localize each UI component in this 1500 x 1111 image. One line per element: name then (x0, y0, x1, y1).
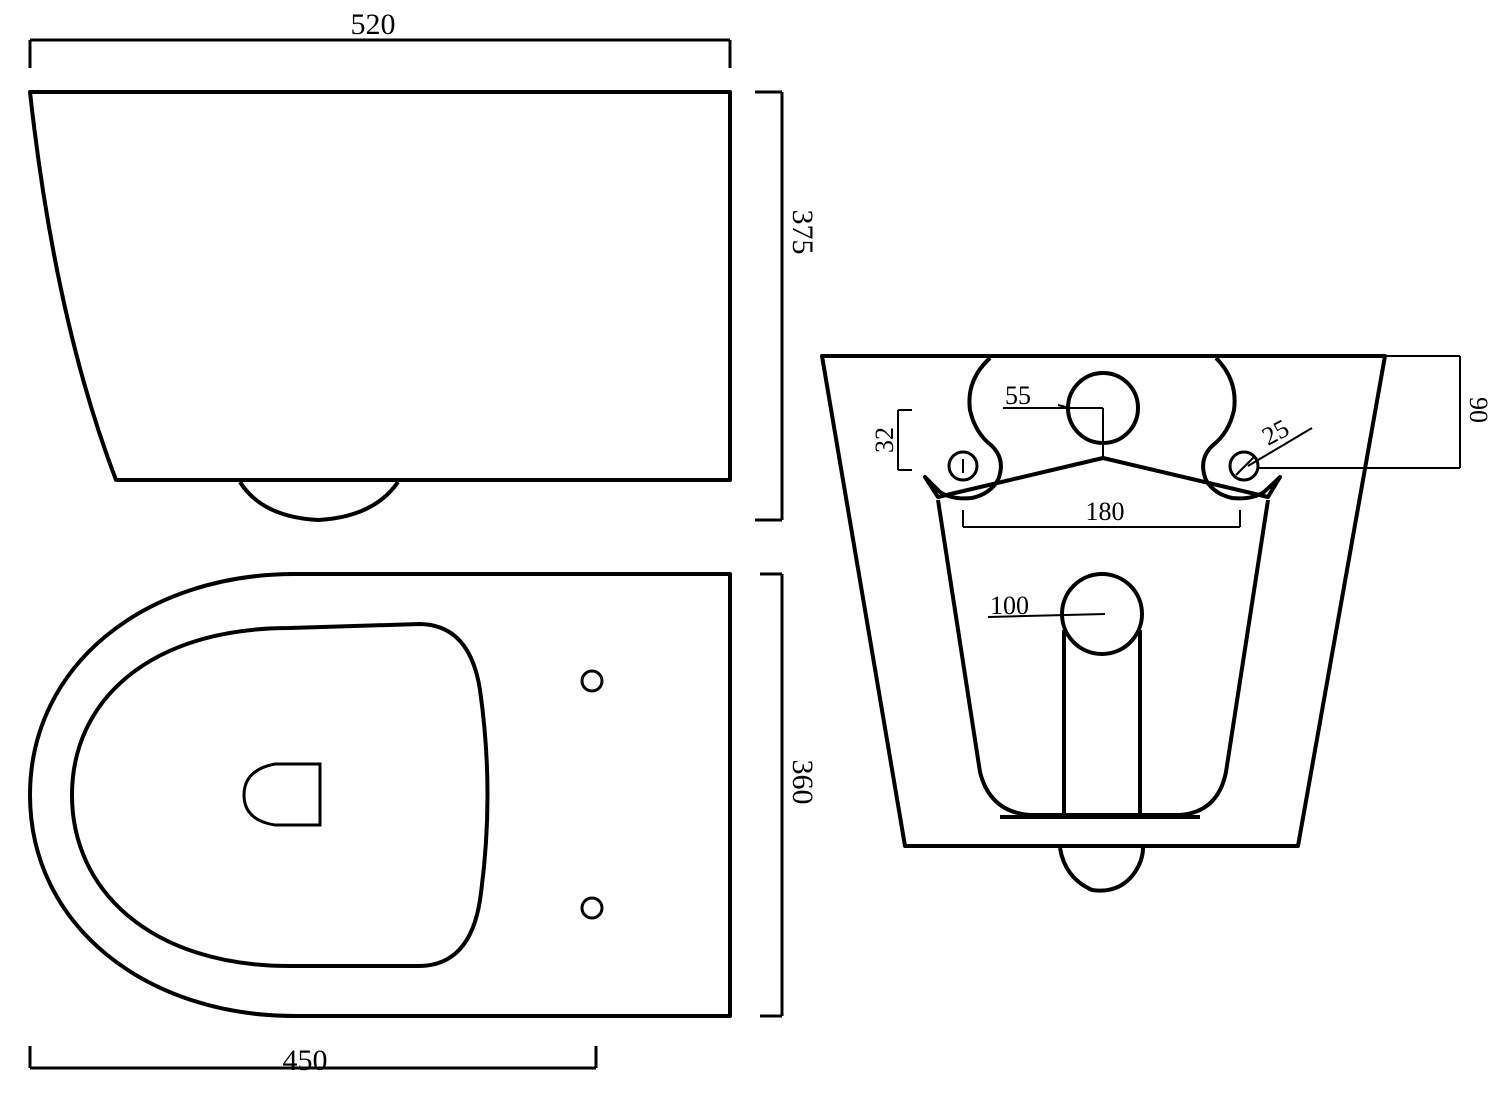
top-length-label: 450 (283, 1044, 328, 1077)
inlet-diameter-label: 55 (1005, 381, 1031, 410)
bolt-hole-left (947, 450, 979, 482)
bolt-spacing-label: 180 (1086, 497, 1125, 526)
top-bowl-opening (70, 622, 490, 968)
bolt-offset-label: 32 (870, 427, 899, 453)
bolt-spacing-dimension: 180 (962, 497, 1241, 528)
inlet-height-dimension: 90 (1258, 355, 1493, 469)
outlet-diameter-label: 100 (990, 591, 1029, 620)
side-view: 520 375 (28, 8, 819, 522)
side-outlet-bulge (238, 480, 400, 522)
top-outer-outline (28, 572, 732, 1018)
top-view: 360 450 (28, 572, 819, 1077)
side-length-dimension: 520 (28, 8, 732, 68)
bolt-hole-right (1228, 450, 1260, 482)
side-height-label: 375 (786, 210, 819, 255)
bolt-offset-dimension: 32 (870, 409, 912, 471)
inlet-diameter-callout: 55 (1003, 381, 1103, 410)
side-body-outline (28, 90, 732, 482)
side-height-dimension: 375 (755, 90, 819, 522)
inlet-height-label: 90 (1464, 397, 1493, 423)
bolt-hole-callout: 25 (1247, 413, 1313, 467)
rear-view: 55 25 180 32 90 (820, 354, 1493, 893)
seat-hole-lower (580, 896, 604, 920)
rear-outlet-bulge (1058, 847, 1145, 893)
top-width-label: 360 (786, 760, 819, 805)
seat-hole-upper (580, 669, 604, 693)
bolt-hole-diameter-label: 25 (1257, 413, 1294, 451)
top-drain-opening (242, 762, 322, 827)
top-width-dimension: 360 (760, 572, 819, 1018)
rear-inner-bowl (936, 499, 1270, 817)
outlet-circle (1060, 572, 1144, 656)
rear-outer-outline (820, 354, 1387, 848)
outlet-diameter-callout: 100 (987, 591, 1106, 620)
top-length-dimension: 450 (28, 1044, 598, 1077)
side-length-label: 520 (351, 8, 396, 41)
